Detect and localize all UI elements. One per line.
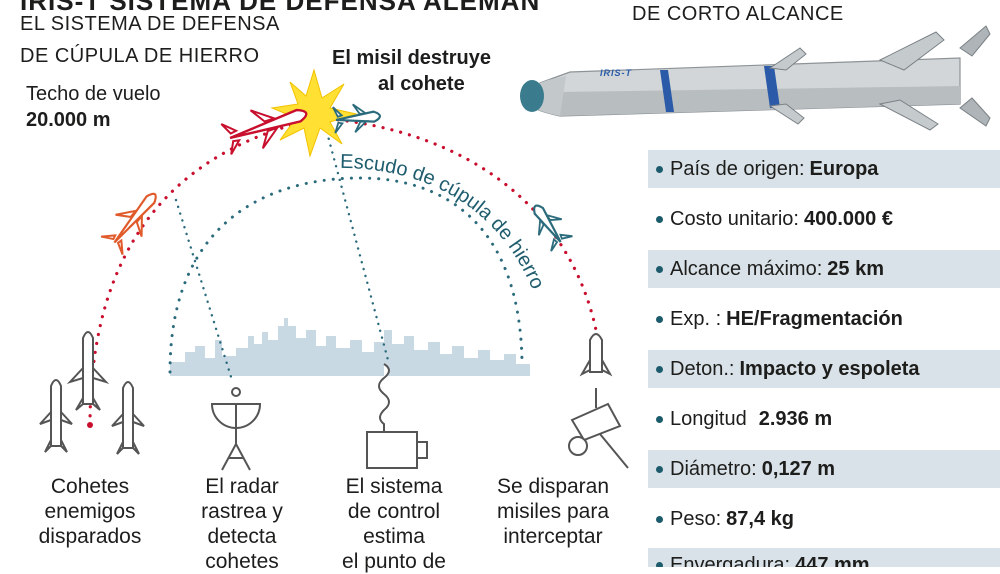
destroy-label-line2: al cohete xyxy=(378,73,465,95)
iris-t-missile-illustration xyxy=(520,25,991,131)
interceptor-missile-rising-icon xyxy=(533,204,573,252)
step-text-line: rastrea y xyxy=(201,500,283,523)
bullet-icon xyxy=(656,215,663,223)
spec-value: 87,4 kg xyxy=(726,507,794,530)
step-text-line: interceptar xyxy=(503,525,603,548)
spec-value: HE/Fragmentación xyxy=(726,307,903,330)
step-text-line: enemigos xyxy=(44,500,136,523)
bullet-icon xyxy=(656,465,663,473)
step-text-line: cohetes xyxy=(205,550,279,573)
bullet-icon xyxy=(656,415,663,423)
spec-value: Impacto y espoleta xyxy=(739,357,920,380)
bullet-icon xyxy=(656,265,663,273)
bullet-icon xyxy=(656,315,663,323)
step-text-line: Cohetes xyxy=(50,475,130,498)
bullet-icon xyxy=(656,515,663,523)
spec-row-range: Alcance máximo: 25 km xyxy=(648,250,1000,288)
spec-value: 0,127 m xyxy=(761,457,836,480)
step-radar: El radar rastrea y detecta cohetes xyxy=(172,474,312,574)
spec-row-detonation: Deton.: Impacto y espoleta xyxy=(648,350,1000,388)
shield-dome xyxy=(168,176,524,374)
spec-label: Alcance máximo: xyxy=(670,257,823,280)
system-title-line2: DE CÚPULA DE HIERRO xyxy=(20,45,260,67)
destroy-label-line1: El misil destruye xyxy=(332,47,491,69)
header-cut-title: IRIS-T SISTEMA DE DEFENSA ALEMÁN xyxy=(20,0,541,16)
radar-tracking-line xyxy=(174,198,234,382)
spec-label: Deton.: xyxy=(670,357,735,380)
spec-label: Diámetro: xyxy=(670,457,757,480)
step-enemy-rockets: Cohetes enemigos disparados xyxy=(20,474,160,549)
spec-row-wingspan: Envergadura: 447 mm xyxy=(648,548,1000,567)
control-estimate-line xyxy=(323,123,390,362)
city-skyline xyxy=(170,318,530,376)
spec-value: Europa xyxy=(809,157,879,180)
step-text-line: El sistema xyxy=(345,475,443,498)
spec-label: Peso: xyxy=(670,507,722,530)
enemy-rocket-icon xyxy=(220,108,308,155)
spec-row-diameter: Diámetro: 0,127 m xyxy=(648,450,1000,488)
outer-arc-enemy xyxy=(88,116,322,427)
spec-label: Exp. : xyxy=(670,307,722,330)
spec-value: 447 mm xyxy=(795,554,870,567)
spec-label: Longitud xyxy=(670,407,747,430)
outer-arc-interceptor xyxy=(318,116,598,332)
bullet-icon xyxy=(656,562,663,567)
spec-value: 25 km xyxy=(827,257,884,280)
step-control-system: El sistema de control estima el punto de xyxy=(324,474,464,574)
spec-label: Costo unitario: xyxy=(670,207,799,230)
spec-row-length: Longitud 2.936 m xyxy=(648,400,1000,438)
spec-value: 2.936 m xyxy=(758,407,833,430)
ceiling-value: 20.000 m xyxy=(26,109,111,131)
step-text-line: Se disparan xyxy=(496,475,610,498)
step-text-line: El radar xyxy=(205,475,279,498)
launch-rockets-icon xyxy=(39,331,145,455)
spec-label: País de origen: xyxy=(670,157,805,180)
control-system-icon xyxy=(366,363,428,469)
interceptor-missile-icon xyxy=(332,103,381,134)
missile-marking: IRIS-T xyxy=(600,68,632,78)
step-text-line: disparados xyxy=(38,525,142,548)
short-range-label: DE CORTO ALCANCE xyxy=(632,3,844,25)
system-title-line1: EL SISTEMA DE DEFENSA xyxy=(20,13,280,35)
spec-row-origin: País de origen: Europa xyxy=(648,150,1000,188)
step-interceptors: Se disparan misiles para interceptar xyxy=(478,474,628,549)
launcher-icon xyxy=(568,333,629,469)
explosion-icon xyxy=(270,68,358,158)
step-text-line: estima xyxy=(363,525,425,548)
step-text-line: detecta xyxy=(207,525,277,548)
step-text-line: misiles para xyxy=(496,500,610,523)
spec-row-explosive: Exp. : HE/Fragmentación xyxy=(648,300,1000,338)
enemy-rocket-ascending-icon xyxy=(100,192,157,255)
bullet-icon xyxy=(656,365,663,373)
radar-icon xyxy=(210,387,262,471)
ceiling-label: Techo de vuelo xyxy=(26,83,161,105)
spec-label: Envergadura: xyxy=(670,554,791,567)
bullet-icon xyxy=(656,165,663,173)
spec-row-cost: Costo unitario: 400.000 € xyxy=(648,200,1000,238)
step-text-line: el punto de xyxy=(342,550,446,573)
spec-row-weight: Peso: 87,4 kg xyxy=(648,500,1000,538)
step-text-line: de control xyxy=(347,500,441,523)
spec-value: 400.000 € xyxy=(803,207,893,230)
